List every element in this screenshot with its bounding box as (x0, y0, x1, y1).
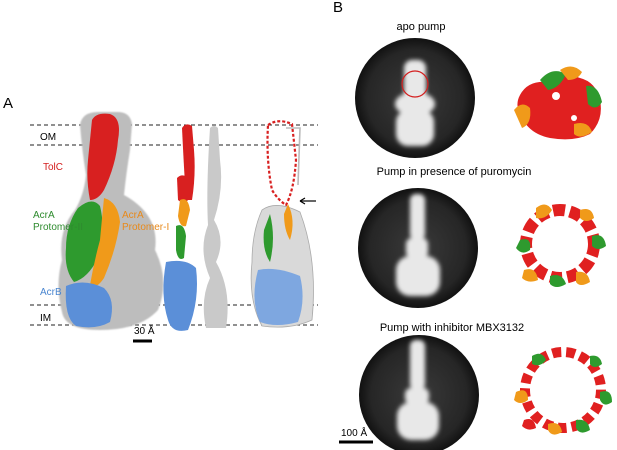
acra-i-label-line1: AcrA (122, 210, 144, 221)
acrb-density (65, 282, 112, 328)
class-average-inhibitor (359, 335, 479, 450)
panel-b: B apo pump Pump in presence of puromycin… (333, 0, 612, 450)
condition-label-apo: apo pump (397, 21, 446, 33)
condition-label-puromycin: Pump in presence of puromycin (377, 166, 532, 178)
atomic-model (250, 120, 314, 328)
acra-ii-label-line2: Protomer-II (33, 222, 83, 233)
acra-i-label-line2: Protomer-I (122, 222, 169, 233)
slice-acra (178, 199, 190, 227)
class-average-puromycin (358, 188, 478, 308)
acra-ii-density (65, 201, 103, 282)
om-label: OM (40, 132, 56, 143)
tolc-density (87, 113, 119, 200)
acra-ii-label-line1: AcrA (33, 210, 55, 221)
condition-label-inhibitor: Pump with inhibitor MBX3132 (380, 322, 524, 334)
class-average-apo (355, 38, 475, 158)
panel-b-scale-label: 100 Å (341, 426, 367, 439)
tolc-label: TolC (43, 162, 63, 173)
highlight-circle (401, 70, 429, 98)
density-map-surface (58, 112, 164, 330)
panel-a: A OM IM TolC AcrA Protomer-II AcrA Proto… (3, 95, 318, 343)
top-view-puromycin (516, 204, 606, 287)
panel-b-letter: B (333, 0, 343, 16)
top-view-apo (514, 66, 602, 140)
slice-acrb (163, 260, 197, 331)
im-label: IM (40, 313, 51, 324)
panel-a-letter: A (3, 95, 13, 112)
top-view-inhibitor (514, 347, 612, 435)
panel-a-scale-label: 30 Å (134, 324, 155, 337)
arrow-icon (299, 197, 316, 205)
acrb-label: AcrB (40, 287, 62, 298)
slice-gray-half (203, 126, 228, 328)
density-map-slice (163, 124, 228, 331)
acra-i-density (90, 198, 120, 287)
